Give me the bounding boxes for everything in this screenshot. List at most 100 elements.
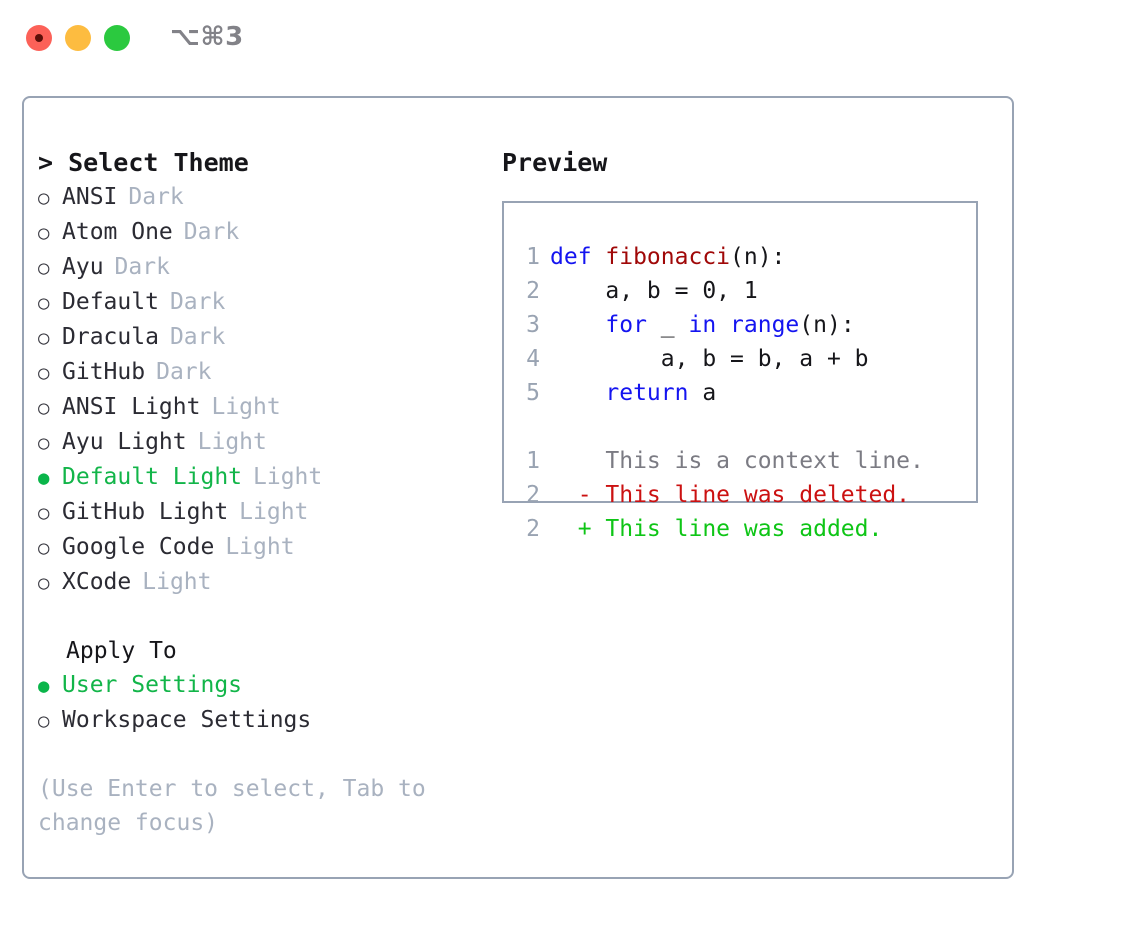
radio-unselected-icon: ○ xyxy=(38,222,50,244)
select-theme-label: Select Theme xyxy=(68,148,249,177)
apply-to-item-label: Workspace Settings xyxy=(62,707,312,733)
code-token-plain xyxy=(550,312,605,338)
code-token-keyword: def xyxy=(550,244,606,270)
radio-unselected-icon: ○ xyxy=(38,502,50,524)
preview-title: Preview xyxy=(502,148,608,177)
zoom-button[interactable] xyxy=(104,25,130,51)
title-bar: ⌥⌘3 xyxy=(0,0,1140,78)
apply-to-item-label: User Settings xyxy=(62,672,243,698)
theme-item-label: Dracula xyxy=(62,324,159,350)
theme-item-label: GitHub xyxy=(62,359,146,385)
radio-unselected-icon: ○ xyxy=(38,327,50,349)
line-number: 1 xyxy=(526,244,540,270)
theme-item-label: XCode xyxy=(62,569,132,595)
line-number: 5 xyxy=(526,380,540,406)
code-token-keyword: in xyxy=(688,312,717,338)
theme-item-label: Default Light xyxy=(62,464,243,490)
apply-to-header: Apply To xyxy=(66,638,177,664)
code-line-text: return a xyxy=(550,376,716,410)
code-line: 4 a, b = b, a + b xyxy=(516,342,970,376)
radio-unselected-icon: ○ xyxy=(38,432,50,454)
apply-to-item-workspace-settings[interactable]: ○ Workspace Settings xyxy=(38,703,498,738)
theme-item-google-code[interactable]: ○ Google Code Light xyxy=(38,530,498,565)
theme-item-label: ANSI Light xyxy=(62,394,201,420)
theme-item-github[interactable]: ○ GitHub Dark xyxy=(38,355,498,390)
keyboard-hint: (Use Enter to select, Tab to change focu… xyxy=(38,776,440,836)
theme-item-ansi-light[interactable]: ○ ANSI Light Light xyxy=(38,390,498,425)
theme-item-label: ANSI xyxy=(62,184,118,210)
diff-line-added: 2 + This line was added. xyxy=(516,512,970,546)
theme-item-tag: Light xyxy=(225,534,295,560)
theme-item-label: Ayu Light xyxy=(62,429,187,455)
theme-item-dracula[interactable]: ○ Dracula Dark xyxy=(38,320,498,355)
radio-selected-icon: ● xyxy=(38,467,50,489)
radio-unselected-icon: ○ xyxy=(38,397,50,419)
theme-item-tag: Light xyxy=(142,569,212,595)
code-token-plain: (n): xyxy=(799,312,855,338)
code-token-plain: _ xyxy=(646,312,689,338)
line-number: 2 xyxy=(526,516,540,542)
code-line-text: a, b = 0, 1 xyxy=(550,274,758,308)
line-number: 2 xyxy=(526,482,540,508)
spacer xyxy=(38,600,498,634)
theme-item-tag: Dark xyxy=(114,254,170,280)
theme-item-label: Ayu xyxy=(62,254,104,280)
theme-item-ayu[interactable]: ○ Ayu Dark xyxy=(38,250,498,285)
radio-unselected-icon: ○ xyxy=(38,257,50,279)
code-line: 1 def fibonacci(n): xyxy=(516,240,970,274)
apply-to-item-user-settings[interactable]: ● User Settings xyxy=(38,668,498,703)
code-line-text: a, b = b, a + b xyxy=(550,342,869,376)
theme-item-default-light[interactable]: ● Default Light Light xyxy=(38,460,498,495)
line-number: 3 xyxy=(526,312,540,338)
diff-line-text: This is a context line. xyxy=(550,448,924,474)
caret-icon: > xyxy=(38,148,54,177)
radio-unselected-icon: ○ xyxy=(38,187,50,209)
code-token-function: fibonacci xyxy=(605,244,731,270)
diff-line-text: - This line was deleted. xyxy=(550,482,911,508)
radio-unselected-icon: ○ xyxy=(38,362,50,384)
code-line-text: for _ in range(n): xyxy=(550,308,855,342)
code-line: 5 return a xyxy=(516,376,970,410)
radio-unselected-icon: ○ xyxy=(38,710,50,732)
code-token-plain: a, b = b, a + b xyxy=(550,346,869,372)
code-spacer xyxy=(516,410,970,444)
line-number: 4 xyxy=(526,346,540,372)
theme-item-tag: Dark xyxy=(169,324,226,350)
radio-selected-icon: ● xyxy=(38,675,50,697)
theme-item-ayu-light[interactable]: ○ Ayu Light Light xyxy=(38,425,498,460)
select-theme-header: > Select Theme xyxy=(38,146,498,180)
code-token-plain: a, b = 0, 1 xyxy=(550,278,758,304)
code-line-text: def fibonacci(n): xyxy=(550,240,785,274)
code-token-builtin: range xyxy=(730,312,800,338)
close-button[interactable] xyxy=(26,25,52,51)
radio-unselected-icon: ○ xyxy=(38,292,50,314)
theme-item-tag: Light xyxy=(239,499,309,525)
theme-item-tag: Light xyxy=(253,464,323,490)
theme-item-tag: Dark xyxy=(183,219,240,245)
line-number: 1 xyxy=(526,448,540,474)
line-number: 2 xyxy=(526,278,540,304)
radio-unselected-icon: ○ xyxy=(38,537,50,559)
theme-item-tag: Light xyxy=(211,394,281,420)
theme-item-label: Default xyxy=(62,289,159,315)
code-token-plain: (n): xyxy=(730,244,786,270)
minimize-button[interactable] xyxy=(65,25,91,51)
theme-item-tag: Dark xyxy=(156,359,212,385)
code-line: 2 a, b = 0, 1 xyxy=(516,274,970,308)
theme-item-label: Google Code xyxy=(62,534,215,560)
apply-to-list: ● User Settings ○ Workspace Settings xyxy=(38,668,498,738)
window-title: ⌥⌘3 xyxy=(170,22,244,52)
theme-item-tag: Light xyxy=(197,429,267,455)
diff-line-deleted: 2 - This line was deleted. xyxy=(516,478,970,512)
